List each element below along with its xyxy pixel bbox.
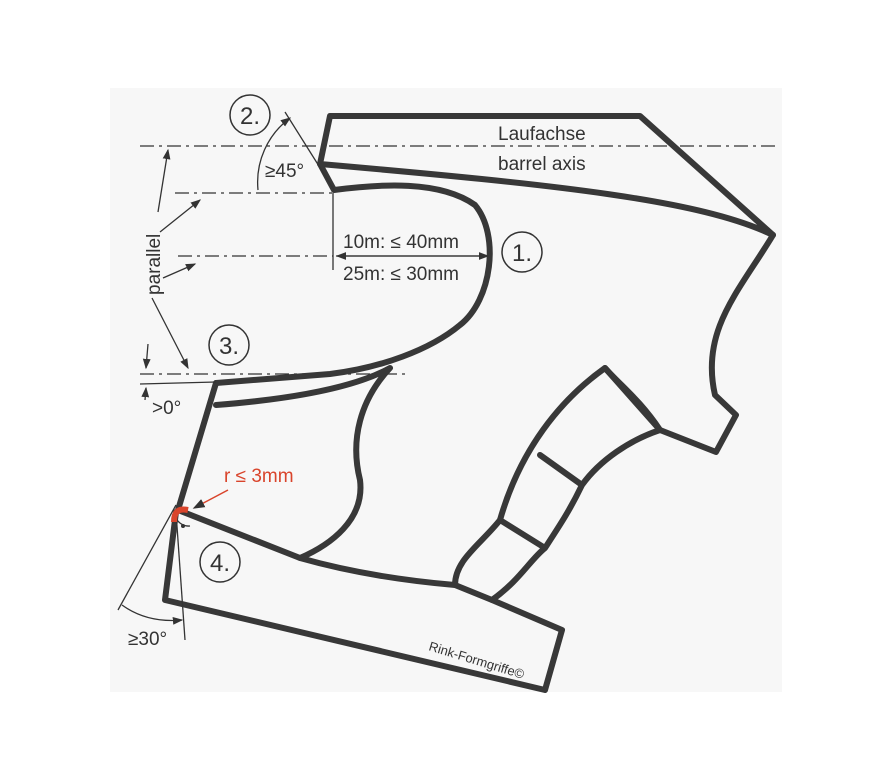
radius-label: r ≤ 3mm (224, 466, 294, 487)
barrel-axis-label-en: barrel axis (498, 154, 586, 175)
radius-arrow (192, 489, 229, 509)
grip-front-outline (162, 380, 565, 693)
angle-45-leg (284, 111, 335, 191)
right-angle-dot (181, 524, 185, 528)
angle-30-label: ≥30° (128, 629, 167, 650)
parallel-arrow-3 (162, 263, 197, 279)
angle-0-leg (139, 381, 217, 385)
marker-1: 1. (501, 231, 543, 273)
marker-2: 2. (229, 94, 271, 136)
angle-0-arrow-bottom (141, 386, 150, 401)
grip-finger-grooves (489, 365, 663, 603)
marker-3: 3. (208, 324, 250, 366)
angle-45-arc (256, 117, 292, 191)
marker-4-label: 4. (210, 550, 230, 577)
barrel-block-outline (317, 113, 776, 238)
angle-30-leg (117, 504, 177, 611)
angle-0-label: >0° (152, 398, 181, 419)
radius-highlight (171, 506, 189, 523)
angle-0-arrow-top (142, 343, 151, 370)
angle-45-label: ≥45° (265, 161, 304, 182)
trigger-guard-outline (213, 161, 493, 386)
marker-3-label: 3. (219, 333, 239, 360)
marker-2-label: 2. (240, 103, 260, 130)
parallel-arrow-4 (151, 297, 189, 370)
grip-inner-contour (213, 365, 393, 561)
dimension-10m-label: 10m: ≤ 40mm (343, 232, 459, 253)
marker-4: 4. (199, 541, 241, 583)
parallel-arrow-2 (159, 199, 202, 233)
parallel-arrow-1 (157, 148, 171, 213)
angle-30-vertical (175, 511, 186, 641)
dimension-25m-label: 25m: ≤ 30mm (343, 264, 459, 285)
barrel-axis-label-de: Laufachse (498, 124, 586, 145)
angle-30-arc (121, 604, 184, 625)
marker-1-label: 1. (512, 240, 532, 267)
parallel-label: parallel (144, 234, 165, 295)
